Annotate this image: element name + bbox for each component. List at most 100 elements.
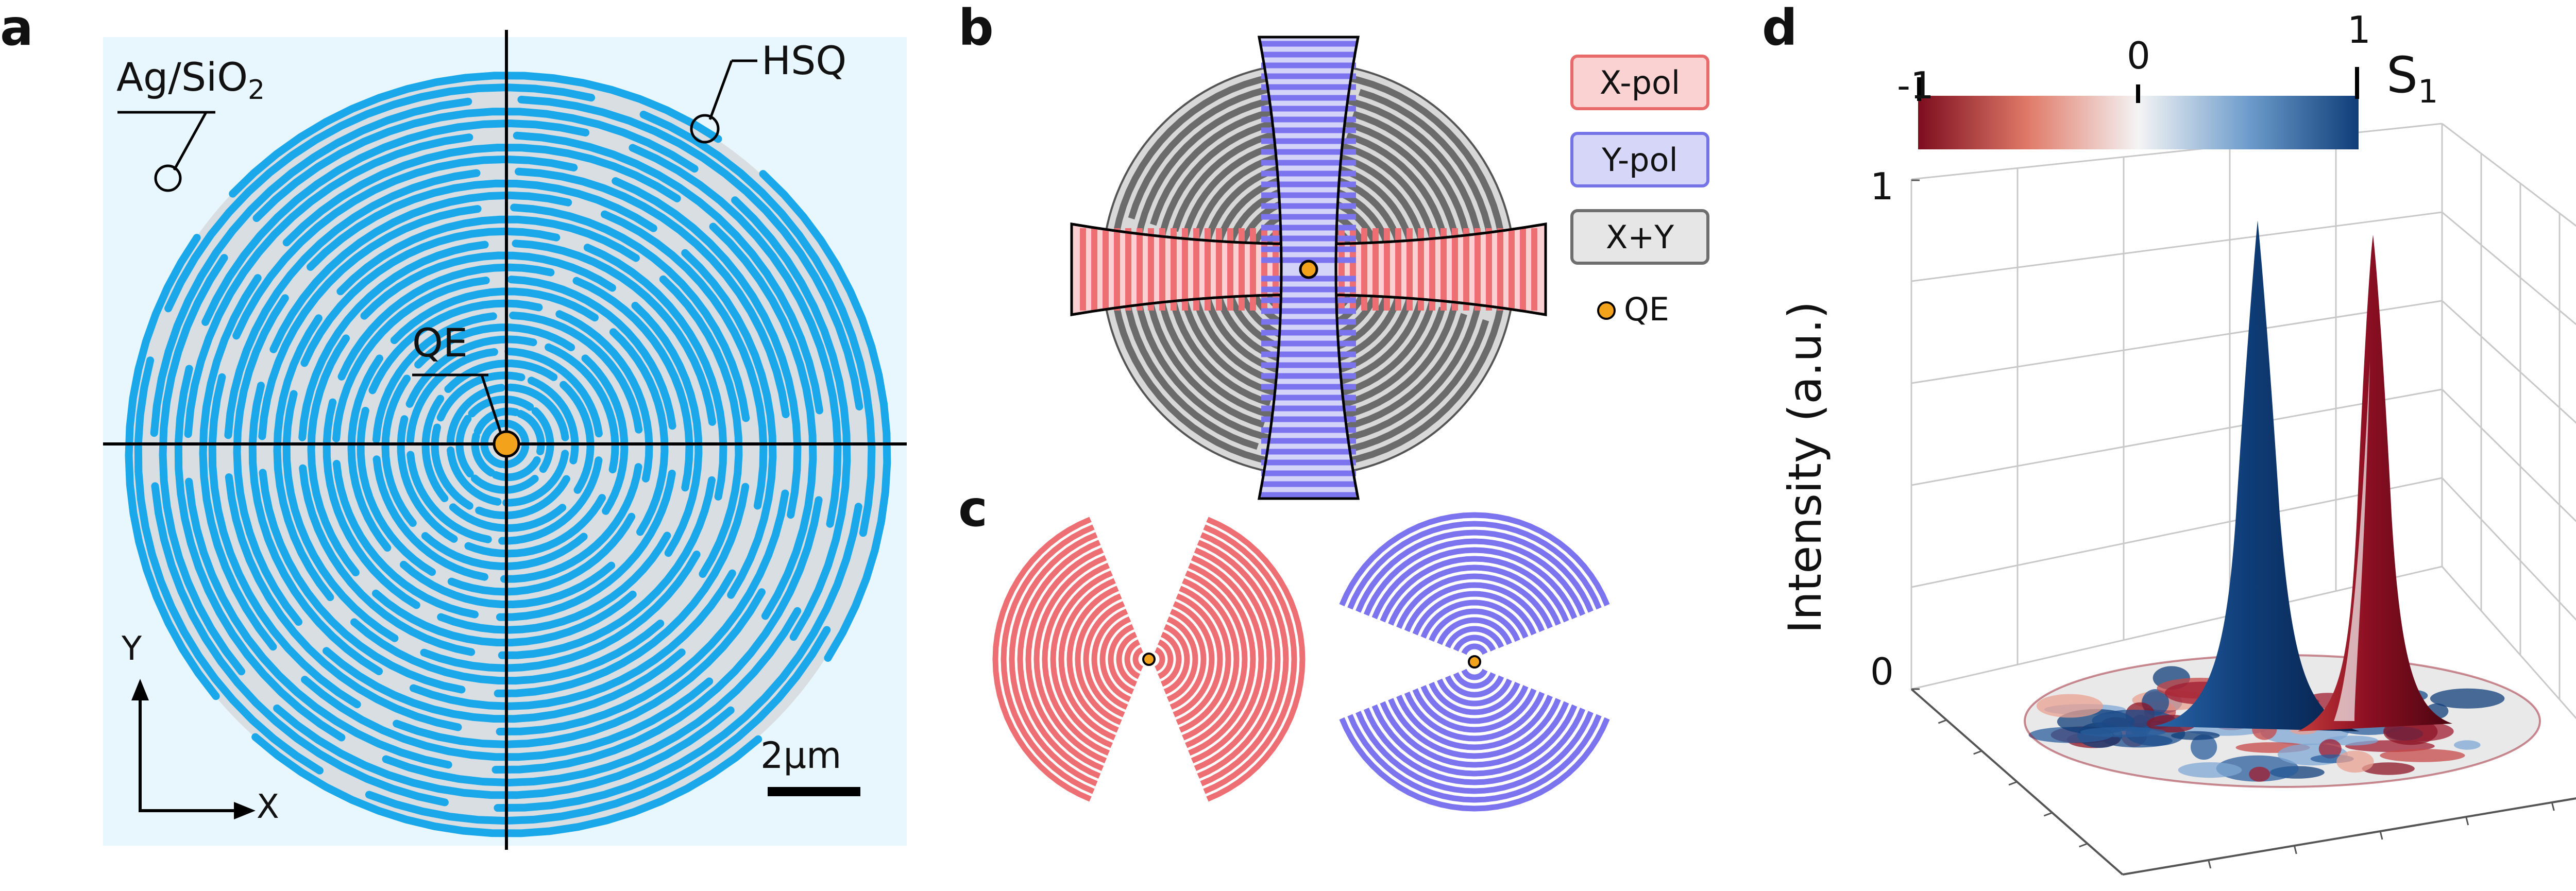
x-pol-arc bbox=[1155, 647, 1165, 672]
ridge-arc bbox=[446, 384, 505, 446]
ridge-arc bbox=[298, 241, 489, 441]
ridge-arc bbox=[492, 456, 541, 482]
ridge-arc bbox=[397, 415, 458, 543]
grey-arc bbox=[1135, 299, 1279, 443]
z-tick-label-1: 1 bbox=[1870, 165, 1894, 208]
ridge-arc bbox=[421, 395, 449, 502]
grey-arc bbox=[1121, 283, 1259, 450]
ridge-arc bbox=[151, 482, 449, 807]
y-pol-arc bbox=[1453, 672, 1496, 689]
legend-x-plus-y: X+Y bbox=[1570, 209, 1709, 265]
material-pointer bbox=[173, 111, 208, 171]
grey-arc bbox=[1319, 306, 1446, 412]
ridge-arc bbox=[134, 356, 324, 775]
ridge-arc bbox=[494, 503, 862, 812]
y-pol-arc bbox=[1371, 704, 1578, 777]
y-pol-arc bbox=[1461, 669, 1488, 680]
y-pol-arc bbox=[1412, 688, 1537, 733]
s1-patch bbox=[2362, 762, 2415, 775]
y-pol-arc bbox=[1412, 591, 1537, 636]
x-pol-arc bbox=[1157, 639, 1174, 679]
y-pol-arc bbox=[1388, 564, 1561, 626]
ridge-arc bbox=[583, 244, 727, 501]
x-pol-arc bbox=[1025, 547, 1104, 772]
hsq-label: HSQ bbox=[761, 38, 847, 83]
ridge-arc bbox=[464, 494, 606, 558]
ridge-arc bbox=[480, 442, 505, 468]
y-pol-arc bbox=[1363, 538, 1586, 616]
y-pol-arc bbox=[1388, 698, 1561, 759]
qe-marker-c1 bbox=[1142, 653, 1156, 666]
ridge-arc bbox=[560, 381, 595, 494]
grey-arc bbox=[1144, 282, 1265, 428]
x-pol-arc bbox=[1116, 631, 1138, 687]
ridge-arc bbox=[150, 97, 472, 437]
x-pol-arc bbox=[1108, 624, 1134, 695]
colorbar-title-main: S bbox=[2386, 46, 2418, 104]
x-pol-arc bbox=[1200, 532, 1289, 786]
grey-arc bbox=[1338, 299, 1482, 443]
s1-patch bbox=[2171, 731, 2220, 740]
qe-label-a: QE bbox=[412, 320, 468, 366]
grey-arc bbox=[1172, 127, 1298, 232]
s1-patch bbox=[2249, 766, 2270, 782]
peak-red bbox=[2298, 235, 2452, 731]
ridge-arc bbox=[174, 365, 346, 742]
grey-arc bbox=[1179, 140, 1287, 248]
ridge-arc bbox=[447, 446, 502, 506]
s1-patch bbox=[2430, 688, 2505, 709]
ridge-arc bbox=[273, 314, 334, 602]
ridge-arc bbox=[496, 489, 789, 735]
scale-bar-label: 2μm bbox=[760, 734, 842, 777]
ridge-arc bbox=[447, 512, 636, 596]
x-pol-arc bbox=[1132, 647, 1143, 672]
ridge-arc bbox=[224, 169, 481, 439]
ridge-arc bbox=[382, 607, 802, 787]
ridge-arc bbox=[500, 443, 530, 469]
colorbar-tick-label-pos: 1 bbox=[2347, 8, 2371, 52]
ridge-arc bbox=[252, 108, 699, 222]
ridge-arc bbox=[282, 143, 681, 247]
ridge-arc bbox=[405, 335, 537, 408]
sector-grating bbox=[1070, 36, 1547, 500]
y-pol-arc bbox=[1420, 685, 1529, 724]
panel-d: d bbox=[1762, 0, 2576, 891]
y-pol-arc bbox=[1396, 694, 1553, 750]
grey-arc bbox=[1334, 118, 1460, 244]
ridge-arc bbox=[414, 323, 575, 369]
ridge-arc bbox=[159, 254, 246, 676]
axis-x-label: X bbox=[257, 788, 279, 826]
peak-red-highlight bbox=[2334, 361, 2370, 721]
material-label: Ag/SiO2 bbox=[116, 58, 265, 104]
x-pol-arc bbox=[1091, 608, 1128, 710]
ridge-arc bbox=[517, 95, 863, 410]
ridge-arc bbox=[336, 215, 640, 296]
ridge-arc bbox=[282, 390, 399, 642]
s1-patch bbox=[2336, 750, 2374, 773]
hsq-marker bbox=[690, 114, 720, 144]
split-gratings-diagram bbox=[992, 512, 1610, 812]
grey-arc bbox=[1157, 295, 1283, 421]
grey-arc bbox=[1358, 89, 1496, 255]
y-pol-arc bbox=[1363, 707, 1586, 785]
x-pol-arc bbox=[1179, 586, 1231, 733]
ridge-arc bbox=[390, 287, 599, 345]
y-pol-arc bbox=[1420, 599, 1529, 639]
x-pol-arc bbox=[1099, 616, 1131, 702]
s1-patch bbox=[2454, 740, 2481, 750]
ridge-arc bbox=[307, 179, 657, 271]
quantum-emitter bbox=[493, 430, 520, 458]
y-pol-arc bbox=[1453, 635, 1496, 652]
ridge-arc bbox=[365, 626, 831, 825]
ridge-arc bbox=[709, 222, 817, 620]
x-arrow-head bbox=[234, 802, 256, 819]
ridge-arc bbox=[496, 469, 676, 621]
y-pol-arc bbox=[1355, 529, 1594, 613]
x-pol-arc bbox=[1197, 540, 1281, 779]
y-pol-arc bbox=[1404, 582, 1545, 632]
y-pol-arc bbox=[1396, 573, 1553, 629]
ridge-arc bbox=[502, 419, 530, 446]
grey-arc bbox=[1338, 96, 1482, 239]
y-arrow-head bbox=[131, 679, 149, 700]
ridge-arc bbox=[248, 382, 383, 675]
